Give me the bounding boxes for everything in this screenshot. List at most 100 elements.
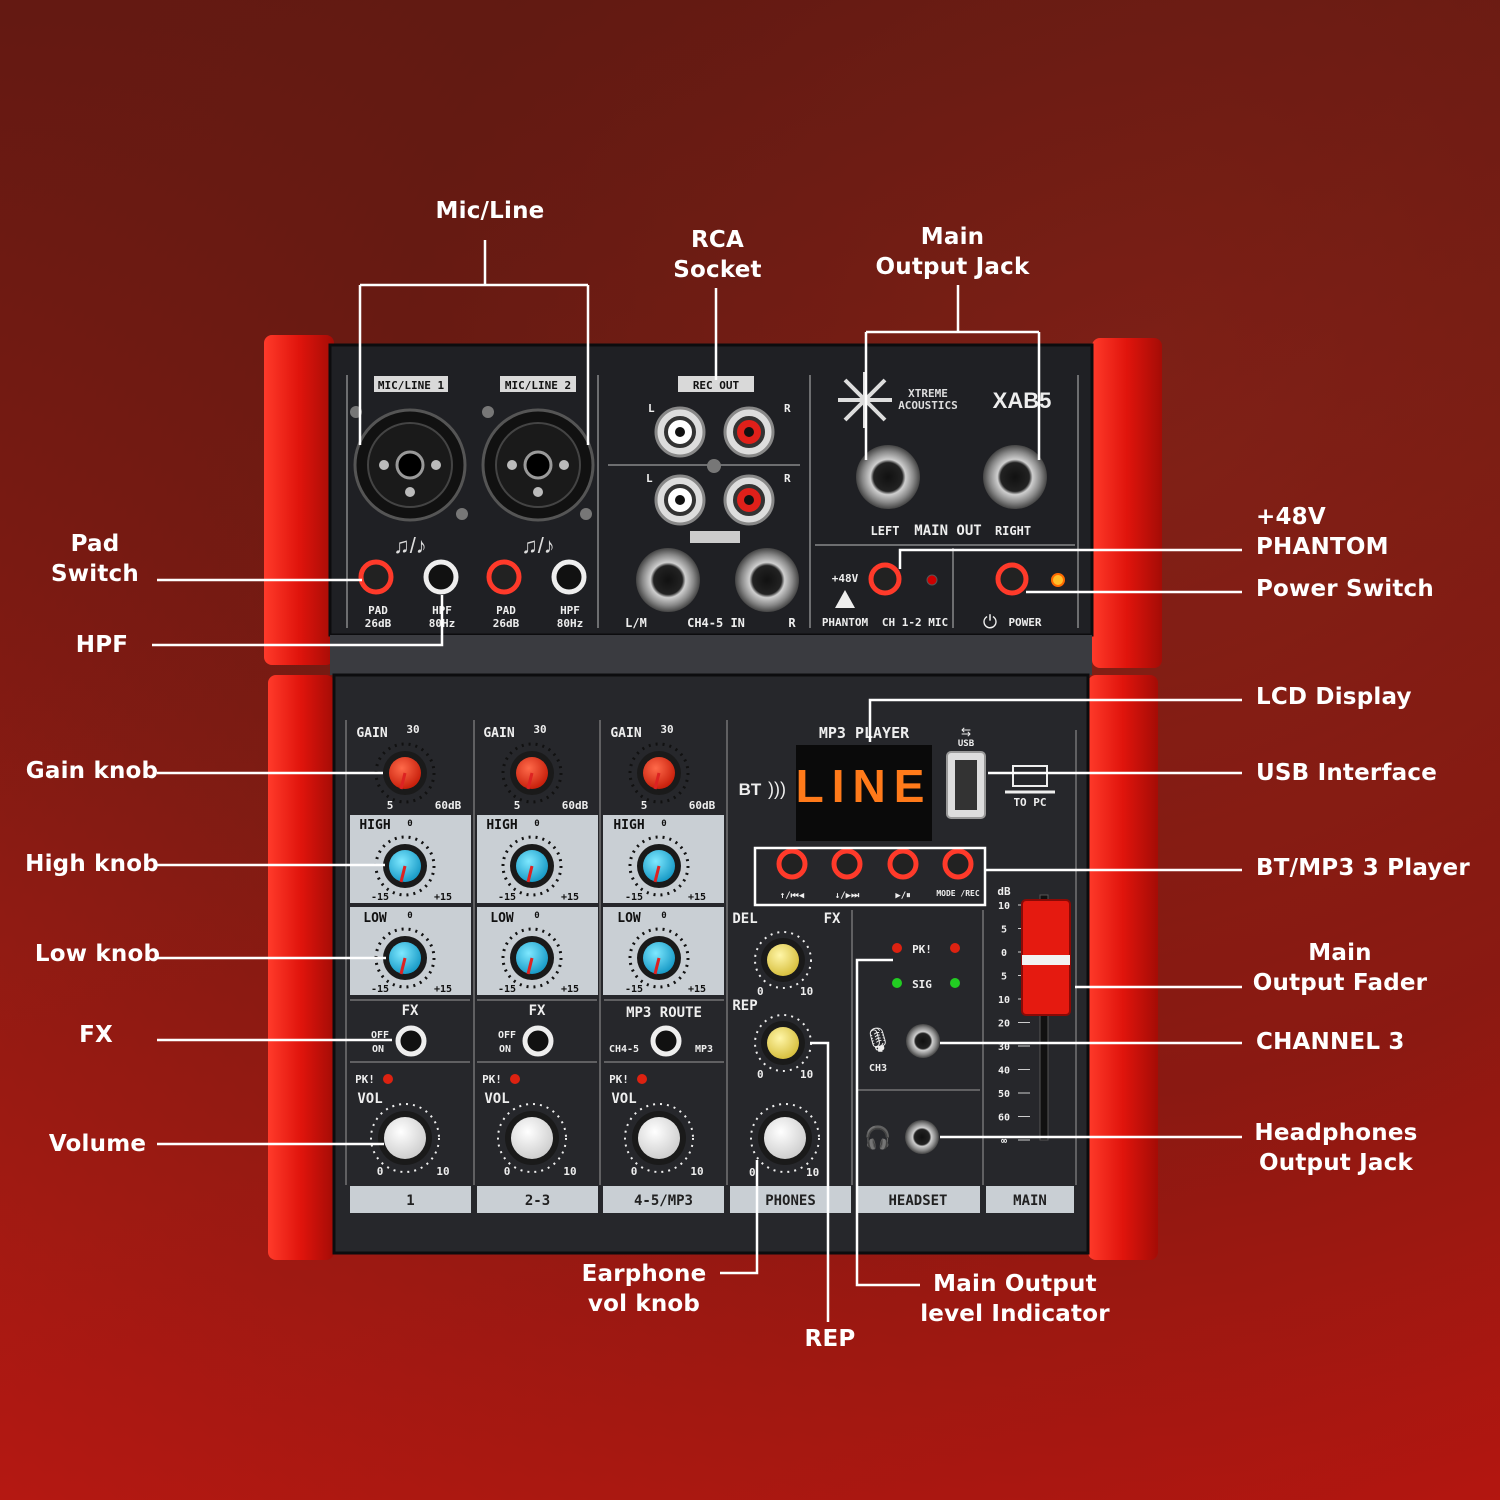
mp3-player-label: MP3 PLAYER [819,724,910,742]
pad-db-label: 26dB [365,617,392,630]
bt-label: BT [739,780,762,799]
phones-volume-knob[interactable] [750,1103,820,1173]
left-rail-top [264,335,334,665]
eq-min: -15 [625,984,643,995]
fader-scale-tick: 0 [1001,948,1007,959]
mp3-route-button[interactable] [650,1025,682,1057]
phantom-power-button[interactable] [868,562,902,596]
gain-max-label: 60dB [435,799,462,812]
pad-db-label: 26dB [493,617,520,630]
gain-min-label: 5 [387,799,394,812]
low-knob[interactable] [628,927,690,989]
rca-r-label: R [784,472,791,485]
hpf-button-2[interactable] [551,559,587,595]
volume-knob[interactable] [497,1103,567,1173]
ch3-label: CH3 [869,1063,887,1074]
db-label: dB [997,885,1011,898]
main-out-right-jack[interactable] [983,445,1047,509]
ch45-jack-left[interactable] [636,548,700,612]
peak-led [637,1074,647,1084]
fx-button[interactable] [522,1025,554,1057]
main-output-fader[interactable] [1021,899,1071,1016]
main-out-left-jack[interactable] [856,445,920,509]
rec-out-label: REC OUT [693,379,740,392]
low-knob[interactable] [501,927,563,989]
level-indicators [892,943,960,988]
hpf-button-1[interactable] [423,559,459,595]
power-button[interactable] [995,562,1029,596]
laptop-icon [1005,765,1055,794]
peak-led [383,1074,393,1084]
mp3-prev-button[interactable] [776,848,808,880]
vol-min: 0 [631,1165,638,1178]
del-fx-knob[interactable] [754,931,812,989]
eq-zero: 0 [534,819,539,829]
gain-knob[interactable] [374,742,436,804]
fader-scale-tick: 40 [998,1066,1010,1077]
channel-name-3: 4-5/MP3 [634,1193,693,1209]
fader-scale-tick: 20 [998,1019,1010,1030]
fx-off-label: OFF [371,1030,389,1041]
gain-knob[interactable] [628,742,690,804]
high-knob[interactable] [628,835,690,897]
phantom-led [926,574,938,586]
eq-max: +15 [688,984,706,995]
callout-power-switch: Power Switch [1256,576,1434,602]
mp3-route-label: MP3 [695,1044,713,1055]
rca-socket-r-bottom[interactable] [723,474,775,526]
ch12mic-label: CH 1-2 MIC [882,616,948,629]
sig-label: SIG [912,978,932,991]
mp3-next-button[interactable] [831,848,863,880]
low-label: LOW [363,911,387,926]
volume-knob[interactable] [370,1103,440,1173]
gain-label: GAIN [610,726,641,741]
channel-name-5: HEADSET [888,1193,947,1209]
pad-button-2[interactable] [486,559,522,595]
mp3-play-label: ▶/⏸ [895,891,910,901]
callout-gain-knob: Gain knob [25,758,159,784]
combo-jack-1[interactable] [350,406,468,522]
headphones-jack[interactable] [905,1120,939,1154]
rep-max: 10 [800,1068,813,1081]
mp3-next-label: ↓/▶⏭ [835,891,860,901]
gain-top-label: 30 [660,723,673,736]
channel-label-plate [730,1186,851,1213]
body-bevel [330,635,1092,675]
low-knob[interactable] [374,927,436,989]
guitar-mic-icon: ♫/♪ [393,533,427,558]
brand-line-1: XTREME [908,387,948,400]
rca-socket-l-top[interactable] [654,406,706,458]
del-label: DEL [732,911,757,927]
rca-socket-r-top[interactable] [723,406,775,458]
rca-socket-l-bottom[interactable] [654,474,706,526]
fader-scale-tick: 5 [1001,972,1007,983]
channel-3-mic-jack[interactable] [906,1024,940,1058]
callout-earphone-vol-knob: Earphone vol knob [581,1261,707,1317]
mp3-play-pause-button[interactable] [887,848,919,880]
pad-button-1[interactable] [358,559,394,595]
eq-zero: 0 [661,911,666,921]
mic-line-2-label: MIC/LINE 2 [505,379,571,392]
ch45-jack-right[interactable] [735,548,799,612]
fader-scale-tick: 60 [998,1113,1010,1124]
usb-port[interactable] [946,751,986,819]
callout-main-output-fader: Main Output Fader [1252,940,1428,996]
phones-min: 0 [749,1166,756,1179]
brand-line-2: ACOUSTICS [898,399,958,412]
gain-knob[interactable] [501,742,563,804]
callout-mic-line: Mic/Line [435,198,545,224]
mp3-mode-rec-button[interactable] [942,848,974,880]
lcd-text: LINE [796,760,933,812]
lm-label: L/M [625,616,647,630]
high-knob[interactable] [374,835,436,897]
vol-min: 0 [377,1165,384,1178]
callout-pad-switch: Pad Switch [51,531,139,587]
callout-low-knob: Low knob [34,941,161,967]
high-knob[interactable] [501,835,563,897]
fx-button[interactable] [395,1025,427,1057]
combo-jack-2[interactable] [481,406,595,522]
high-label: HIGH [359,818,390,833]
volume-knob[interactable] [624,1103,694,1173]
usb-label: USB [958,739,975,749]
